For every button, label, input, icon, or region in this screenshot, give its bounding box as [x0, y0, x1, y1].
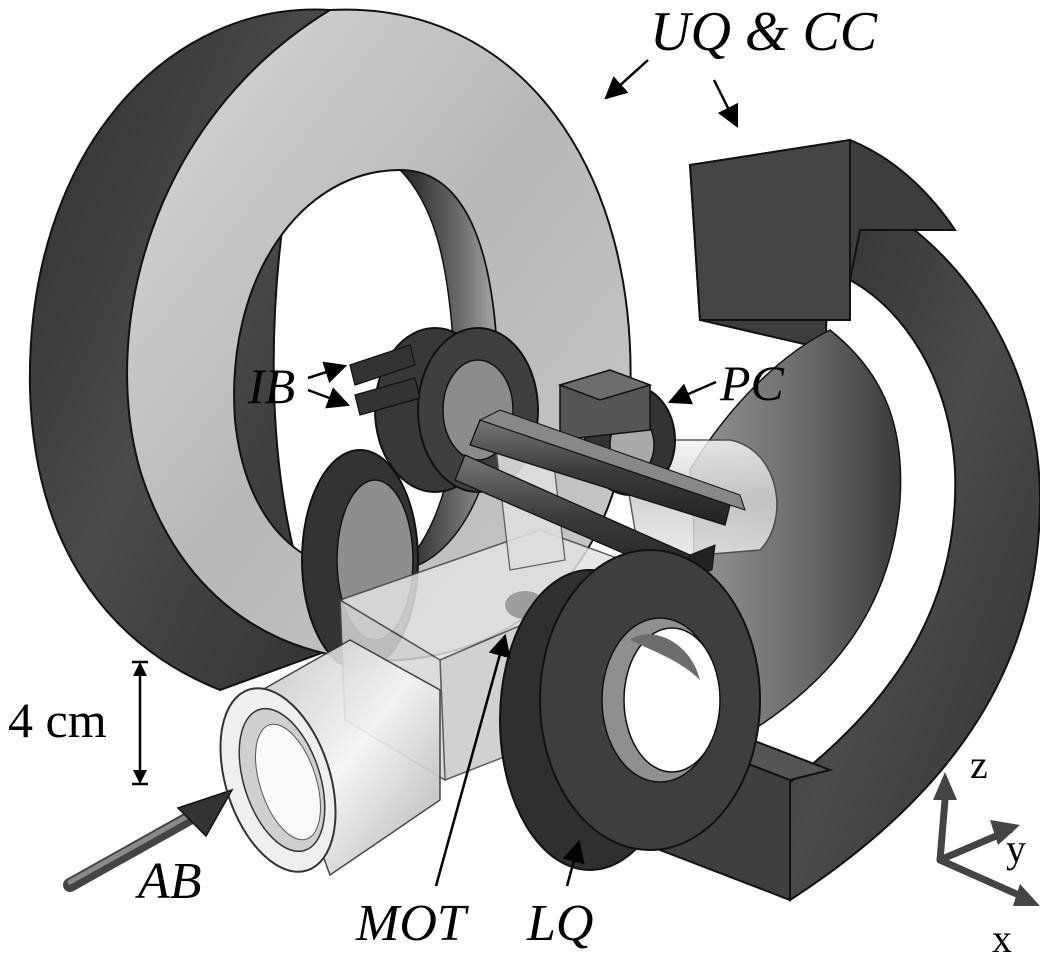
label-pc: PC	[719, 355, 785, 411]
label-ab: AB	[135, 853, 202, 910]
label-axis-x: x	[992, 916, 1012, 958]
label-axis-y: y	[1006, 826, 1026, 871]
label-ib: IB	[247, 358, 295, 414]
label-lq: LQ	[526, 895, 593, 952]
ion-bars	[349, 344, 746, 581]
atomic-beam-arrow	[63, 788, 234, 892]
atomic-beam-tube	[219, 639, 441, 877]
lower-quadrupole-coil	[499, 549, 761, 871]
label-scale: 4 cm	[8, 692, 107, 748]
pointer-arrows	[307, 59, 739, 887]
label-axis-z: z	[970, 742, 988, 787]
scale-bar	[132, 660, 148, 786]
label-uq-cc: UQ & CC	[650, 1, 878, 63]
label-mot: MOT	[355, 895, 469, 952]
axis-triad	[933, 772, 1040, 906]
